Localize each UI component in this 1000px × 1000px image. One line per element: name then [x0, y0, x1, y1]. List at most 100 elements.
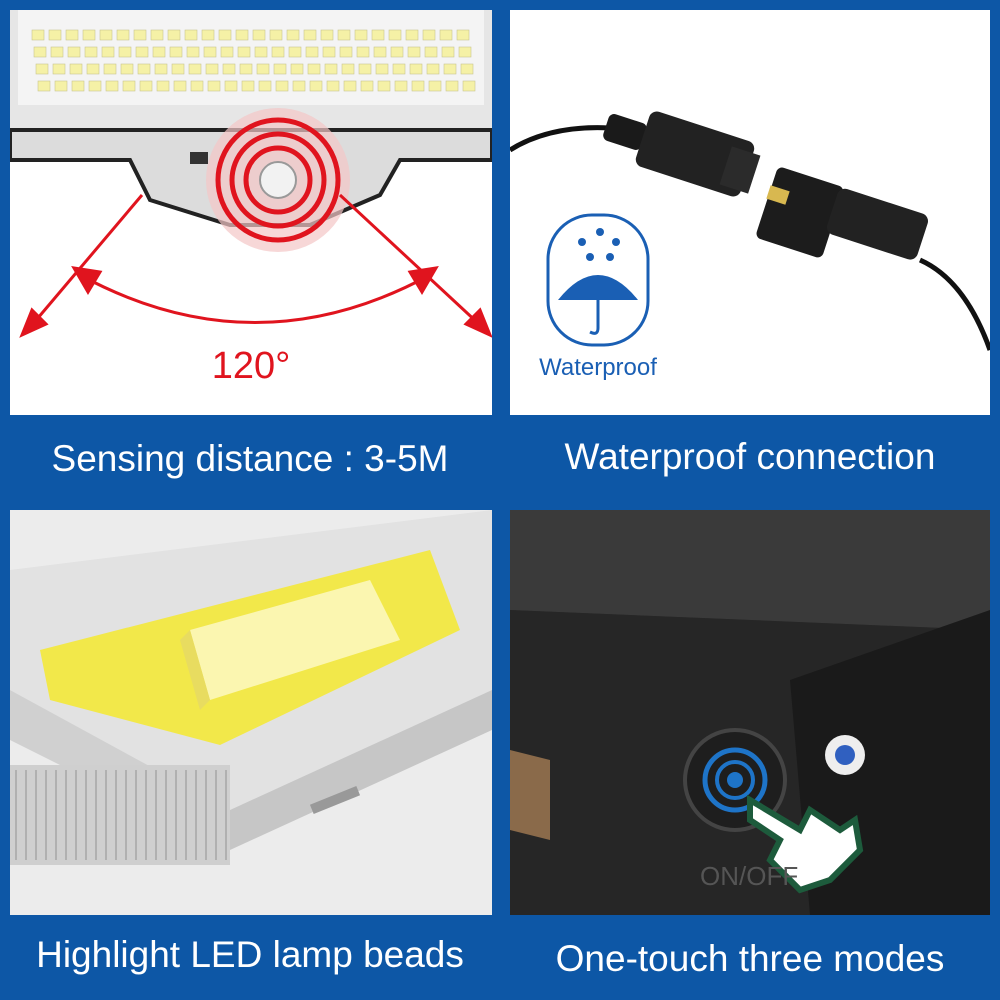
- led-chip: [116, 29, 130, 41]
- led-chip: [120, 63, 134, 75]
- pointing-hand-icon: [747, 794, 864, 894]
- cable-left: [510, 125, 611, 153]
- on-off-label: ON/OFF: [700, 861, 798, 891]
- led-chip: [286, 29, 300, 41]
- led-chip: [275, 80, 289, 92]
- led-chip: [31, 29, 45, 41]
- heat-sink: [10, 765, 230, 865]
- led-chip: [52, 63, 66, 75]
- led-chip: [71, 80, 85, 92]
- led-chip: [222, 63, 236, 75]
- waterproof-badge: [546, 213, 650, 347]
- led-chip: [241, 80, 255, 92]
- led-chip: [439, 29, 453, 41]
- cable-right: [918, 257, 990, 351]
- led-chip: [394, 80, 408, 92]
- led-chip: [462, 80, 476, 92]
- led-chip: [326, 80, 340, 92]
- sensor-illustration: 120°: [10, 10, 492, 387]
- angle-arrows: [19, 193, 492, 338]
- led-chip: [184, 29, 198, 41]
- led-chip: [426, 63, 440, 75]
- led-chip: [122, 80, 136, 92]
- connector-female: [756, 167, 928, 260]
- waterproof-badge-label: Waterproof: [539, 354, 657, 381]
- led-chip: [48, 29, 62, 41]
- caption-one-touch-modes: One-touch three modes: [555, 938, 945, 979]
- button-illustration: ON/OFF: [510, 510, 990, 915]
- led-chip: [441, 46, 455, 58]
- caption-led-lamp-beads: Highlight LED lamp beads: [36, 934, 464, 975]
- led-chip: [273, 63, 287, 75]
- led-chip: [303, 29, 317, 41]
- led-chip: [354, 29, 368, 41]
- led-chip: [137, 63, 151, 75]
- led-chip: [154, 63, 168, 75]
- led-chip: [322, 46, 336, 58]
- led-chip: [252, 29, 266, 41]
- button-photo: ON/OFF: [510, 510, 990, 915]
- led-chip: [118, 46, 132, 58]
- led-chip: [171, 63, 185, 75]
- led-chip: [224, 80, 238, 92]
- led-photo: [10, 510, 492, 915]
- led-chip: [341, 63, 355, 75]
- led-chip: [373, 46, 387, 58]
- led-chip: [288, 46, 302, 58]
- led-chip: [460, 63, 474, 75]
- led-chip: [150, 29, 164, 41]
- led-chip: [428, 80, 442, 92]
- connector-photo: Waterproof: [510, 10, 990, 415]
- led-chip: [103, 63, 117, 75]
- led-chip: [269, 29, 283, 41]
- led-chip: [188, 63, 202, 75]
- led-chip: [458, 46, 472, 58]
- led-chip: [50, 46, 64, 58]
- led-chip: [220, 46, 234, 58]
- led-chip: [99, 29, 113, 41]
- panel-led-lamp-beads: Highlight LED lamp beads: [0, 500, 500, 1000]
- led-chip: [290, 63, 304, 75]
- led-chip: [371, 29, 385, 41]
- led-chip: [135, 46, 149, 58]
- led-chip: [190, 80, 204, 92]
- led-chip: [65, 29, 79, 41]
- led-chip: [407, 46, 421, 58]
- led-chip: [456, 29, 470, 41]
- led-chip: [443, 63, 457, 75]
- led-chip: [35, 63, 49, 75]
- led-chip: [375, 63, 389, 75]
- led-chip: [88, 80, 102, 92]
- led-chip: [343, 80, 357, 92]
- led-chip: [67, 46, 81, 58]
- rain-drops-icon: [578, 228, 620, 261]
- light-sensor: [190, 152, 208, 164]
- led-chip: [33, 46, 47, 58]
- led-chip: [169, 46, 183, 58]
- led-chip: [358, 63, 372, 75]
- sensor-rings: [206, 108, 350, 252]
- led-chip: [411, 80, 425, 92]
- led-chip: [82, 29, 96, 41]
- led-chip: [422, 29, 436, 41]
- umbrella-icon: [558, 275, 638, 300]
- led-chip: [105, 80, 119, 92]
- connector-male: [603, 111, 761, 197]
- led-chip: [292, 80, 306, 92]
- led-chip: [258, 80, 272, 92]
- led-chip: [445, 80, 459, 92]
- led-chip: [254, 46, 268, 58]
- led-chip: [156, 80, 170, 92]
- sensor-photo: 120°: [10, 10, 492, 415]
- panel-one-touch-modes: ON/OFF One-touch three modes: [500, 500, 1000, 1000]
- pir-lens: [259, 161, 297, 199]
- caption-waterproof-connection: Waterproof connection: [564, 436, 936, 477]
- wood-surface: [510, 750, 550, 840]
- led-chip: [377, 80, 391, 92]
- caption-sensing-distance: Sensing distance : 3-5M: [51, 438, 449, 479]
- led-chip: [69, 63, 83, 75]
- led-chip: [424, 46, 438, 58]
- led-chip: [307, 63, 321, 75]
- led-chip: [86, 63, 100, 75]
- led-chip: [256, 63, 270, 75]
